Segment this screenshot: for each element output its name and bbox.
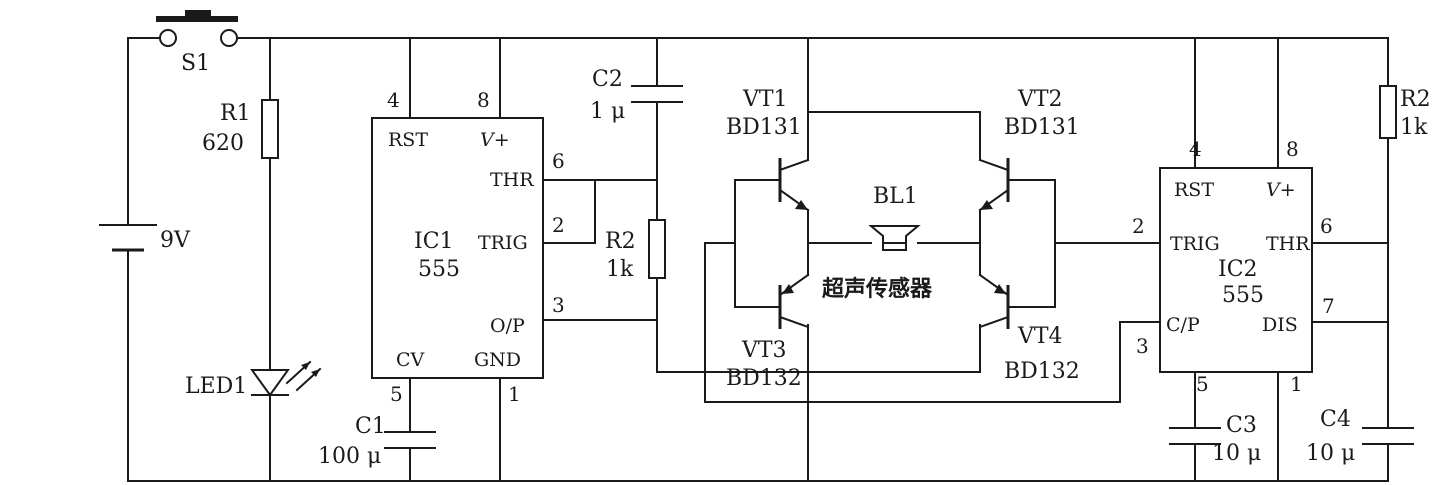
resistor-r2-left: R2 1k [605,219,666,282]
capacitor-c3: C3 10 μ [1169,413,1261,466]
c2-value: 1 μ [590,99,625,124]
vt2-name: VT2 [1017,87,1063,112]
vt4-type: BD132 [1004,359,1080,384]
ic1-gnd-label: GND [474,349,521,371]
ic2-pin5-num: 5 [1196,372,1209,396]
c4-name: C4 [1320,407,1351,432]
r1-name: R1 [220,101,251,126]
ic1-pin4-num: 4 [387,88,400,112]
ic2-pin6-num: 6 [1320,214,1333,238]
ic1-trig-label: TRIG [478,232,528,254]
c4-value: 10 μ [1306,441,1355,466]
ic1-pin8-num: 8 [477,88,490,112]
ic1-555: 4 8 RST V+ THR 6 TRIG 2 O/P 3 CV GND 5 1… [371,88,565,406]
ic2-555: 4 8 RST V+ TRIG 2 THR 6 C/P 3 DIS 7 IC2 … [1132,137,1335,396]
r1-value: 620 [202,131,244,156]
vt3-type: BD132 [726,366,802,391]
ic2-part: 555 [1222,283,1264,308]
ic1-thr-label: THR [490,169,534,191]
capacitor-c2: C2 1 μ [590,67,683,124]
ic2-vplus-label: V+ [1266,179,1296,201]
led-label: LED1 [185,374,247,399]
ic1-name: IC1 [414,229,454,254]
ic1-pin1-num: 1 [508,382,521,406]
vt1-type: BD131 [726,115,802,140]
ic2-pin7-num: 7 [1322,294,1335,318]
ic2-pin2-num: 2 [1132,214,1145,238]
transistor-vt3: VT3 BD132 [726,273,810,391]
ic1-op-label: O/P [490,315,525,337]
vt1-name: VT1 [742,87,788,112]
switch-s1: S1 [156,10,238,76]
battery-voltage-label: 9V [160,228,191,253]
transistor-vt4: VT4 BD132 [978,273,1080,384]
c1-name: C1 [355,414,386,439]
ic2-pin8-num: 8 [1286,137,1299,161]
speaker-caption: 超声传感器 [822,276,933,302]
speaker-name: BL1 [873,184,918,209]
c3-value: 10 μ [1212,441,1261,466]
ic1-cv-label: CV [396,349,425,371]
ic1-pin6-num: 6 [552,149,565,173]
vt2-type: BD131 [1004,115,1080,140]
ic2-thr-label: THR [1266,233,1310,255]
vt4-name: VT4 [1017,324,1063,349]
ic1-part: 555 [418,257,460,282]
c1-value: 100 μ [318,444,381,469]
capacitor-c4: C4 10 μ [1306,407,1414,466]
resistor-r2-right: R2 1k [1379,85,1431,140]
transistor-vt2: VT2 BD131 [978,87,1080,212]
wires [127,37,1389,482]
ic2-trig-label: TRIG [1170,233,1220,255]
ic2-dis-label: DIS [1262,314,1298,336]
ic1-pin5-num: 5 [390,382,403,406]
transistor-vt1: VT1 BD131 [726,87,810,212]
ic1-rst-label: RST [388,129,428,151]
ic2-pin3-num: 3 [1136,334,1149,358]
ic1-pin3-num: 3 [552,293,565,317]
ic1-pin2-num: 2 [552,213,565,237]
ic2-cp-label: C/P [1166,314,1200,336]
c2-name: C2 [592,67,623,92]
speaker-bl1: BL1 超声传感器 [822,184,933,302]
ic1-vplus-label: V+ [480,129,510,151]
r2-left-name: R2 [605,229,636,254]
ic2-rst-label: RST [1174,179,1214,201]
ic2-pin1-num: 1 [1290,372,1303,396]
r2-right-value: 1k [1400,115,1428,140]
battery: 9V [99,224,191,253]
capacitor-c1: C1 100 μ [318,414,436,469]
led1: LED1 [185,360,322,399]
ic2-name: IC2 [1218,257,1258,282]
c3-name: C3 [1226,413,1257,438]
ic2-pin4-num: 4 [1189,137,1202,161]
switch-label: S1 [181,51,210,76]
vt3-name: VT3 [741,338,787,363]
r2-right-name: R2 [1400,87,1431,112]
resistor-r1: R1 620 [202,99,279,159]
r2-left-value: 1k [606,257,634,282]
